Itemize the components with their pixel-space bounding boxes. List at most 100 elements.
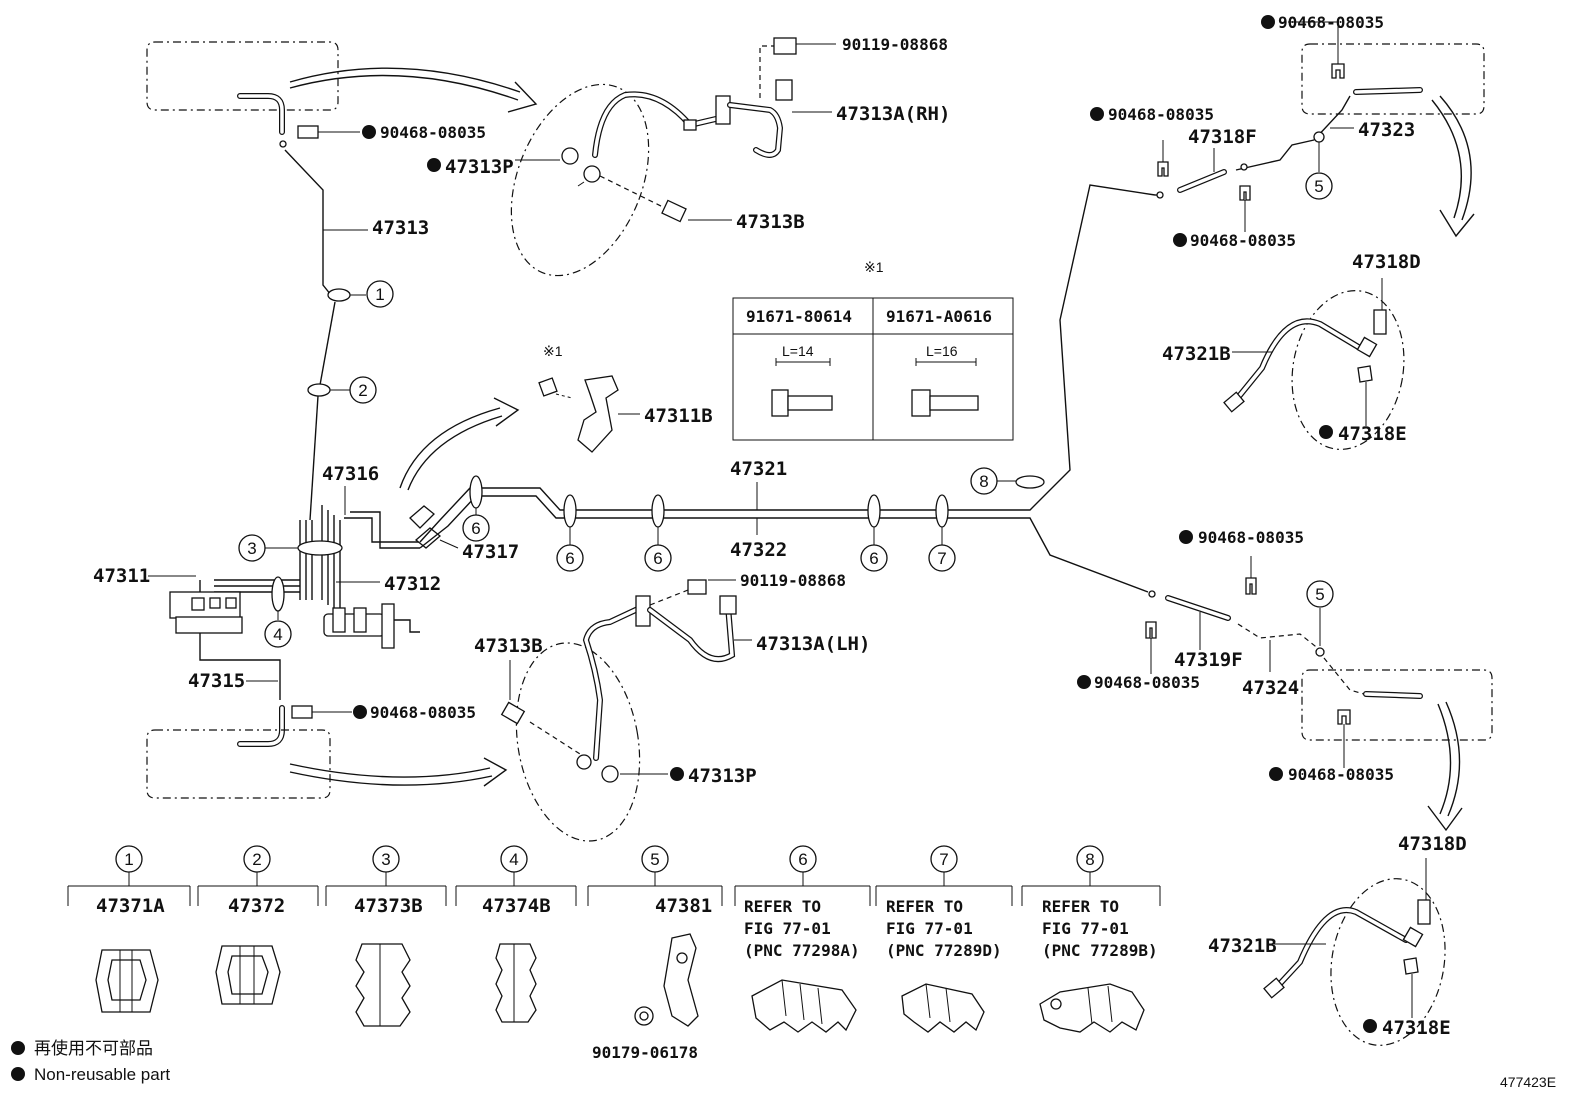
bolt-table: ※1 91671-80614 91671-A0616 L=14 L=16 <box>732 259 1014 441</box>
label-47321B-top: 47321B <box>1162 343 1231 365</box>
clip-90468-bottom-left: 90468-08035 <box>291 703 476 722</box>
svg-text:5: 5 <box>1315 585 1324 604</box>
bottom-arrow-right <box>289 757 508 787</box>
label-90468-r1: 90468-08035 <box>1108 105 1214 124</box>
label-47321: 47321 <box>730 458 787 480</box>
main-tubes: 47321 47322 <box>419 184 1156 593</box>
svg-text:4: 4 <box>509 850 518 869</box>
label-90468-top-left: 90468-08035 <box>380 123 486 142</box>
clamp-legend-8-ref2: FIG 77-01 <box>1042 919 1129 938</box>
clamp-callout-7: 7 <box>928 544 956 572</box>
bolt-table-header-2: 91671-A0616 <box>886 307 992 326</box>
label-47312: 47312 <box>384 573 441 595</box>
label-90119-top: 90119-08868 <box>842 35 948 54</box>
clamp-legend-4: 4 47374B <box>455 845 577 1023</box>
rear-brake-hose-top: 47318D 47321B 47318E <box>1162 251 1421 450</box>
clamp-callout-4: 4 <box>264 611 292 648</box>
svg-text:6: 6 <box>653 549 662 568</box>
arrow-to-47311B <box>399 397 520 491</box>
clamp-legend-6: 6 REFER TO FIG 77-01 (PNC 77298A) <box>734 845 871 1033</box>
tube-47313: 47313 <box>279 140 429 301</box>
svg-text:3: 3 <box>381 850 390 869</box>
legend-line-2: Non-reusable part <box>34 1065 170 1084</box>
clamp-legend-4-part: 47374B <box>482 895 551 917</box>
svg-text:6: 6 <box>869 549 878 568</box>
top-arrow-right <box>289 67 538 113</box>
clamp-callout-6d: 6 <box>860 544 888 572</box>
clamp-callout-1: 1 <box>327 280 394 308</box>
hose-47319F-group: 90468-08035 90468-08035 47319F 5 47324 <box>1077 528 1365 699</box>
clamp-legend-6-ref3: (PNC 77298A) <box>744 941 860 960</box>
clamp-callout-6a: 6 <box>462 514 490 542</box>
label-47323: 47323 <box>1358 119 1415 141</box>
label-90119-bottom: 90119-08868 <box>740 571 846 590</box>
clamp-callout-2: 2 <box>307 376 377 404</box>
clamp-legend-7-ref1: REFER TO <box>886 897 963 916</box>
connector-47317: 47317 <box>409 505 519 563</box>
clamp-callout-6c: 6 <box>644 544 672 572</box>
bolt-length-1: L=14 <box>782 343 814 359</box>
label-47318F: 47318F <box>1188 126 1257 148</box>
label-47318D-bottom: 47318D <box>1398 833 1467 855</box>
label-47316: 47316 <box>322 463 379 485</box>
clamp-legend-6-ref1: REFER TO <box>744 897 821 916</box>
label-90468-r3: 90468-08035 <box>1198 528 1304 547</box>
right-arrow-down-top <box>1431 95 1475 238</box>
label-47321B-bottom: 47321B <box>1208 935 1277 957</box>
legend-line-1: 再使用不可部品 <box>34 1038 153 1058</box>
clamp-legend-1: 1 47371A <box>67 845 191 1013</box>
svg-text:2: 2 <box>358 381 367 400</box>
label-47318E-bottom: 47318E <box>1382 1017 1451 1039</box>
top-right-wheel-outline: 90468-08035 <box>1261 13 1485 115</box>
label-90468-bottom-left: 90468-08035 <box>370 703 476 722</box>
right-arrow-down-bottom <box>1427 701 1463 832</box>
label-47313: 47313 <box>372 217 429 239</box>
clamp-legend-6-ref2: FIG 77-01 <box>744 919 831 938</box>
clamp-legend-7-ref2: FIG 77-01 <box>886 919 973 938</box>
label-group-47311: 47311 <box>93 565 196 587</box>
label-90468-r2: 90468-08035 <box>1190 231 1296 250</box>
clamp-legend-2-part: 47372 <box>228 895 285 917</box>
clamp-legend-5: 5 47381 90179-06178 <box>587 845 723 1062</box>
bottom-left-wheel-outline <box>146 705 331 799</box>
clamp-legend-1-part: 47371A <box>96 895 165 917</box>
bracket-47311B: ※1 47311B <box>538 343 713 453</box>
clamp-callout-6b: 6 <box>556 544 584 572</box>
svg-text:8: 8 <box>979 472 988 491</box>
label-47322: 47322 <box>730 539 787 561</box>
svg-text:1: 1 <box>124 850 133 869</box>
label-group-47315: 47315 <box>188 670 278 692</box>
bolt-table-header-1: 91671-80614 <box>746 307 852 326</box>
label-47319F: 47319F <box>1174 649 1243 671</box>
svg-text:7: 7 <box>939 850 948 869</box>
svg-text:※1: ※1 <box>543 343 563 359</box>
clamp-callout-8: 8 <box>970 467 998 495</box>
label-47311B: 47311B <box>644 405 713 427</box>
svg-text:※1: ※1 <box>864 259 884 275</box>
svg-text:8: 8 <box>1085 850 1094 869</box>
label-group-47316: 47316 <box>322 463 379 515</box>
label-47313B-top: 47313B <box>736 211 805 233</box>
svg-text:5: 5 <box>1314 177 1323 196</box>
svg-text:3: 3 <box>247 539 256 558</box>
clamp-legend-8-ref3: (PNC 77289B) <box>1042 941 1158 960</box>
clamp-callout-3: 3 <box>238 534 298 562</box>
label-group-47312: 47312 <box>336 573 441 595</box>
svg-text:5: 5 <box>650 850 659 869</box>
label-90468-r4: 90468-08035 <box>1094 673 1200 692</box>
label-47313A-lh: 47313A(LH) <box>756 633 870 655</box>
label-47313B-bottom: 47313B <box>474 635 543 657</box>
bolt-length-2: L=16 <box>926 343 958 359</box>
label-47315: 47315 <box>188 670 245 692</box>
clamp-legend-8-ref1: REFER TO <box>1042 897 1119 916</box>
svg-text:6: 6 <box>471 519 480 538</box>
label-47313P-top: 47313P <box>445 156 514 178</box>
clamp-legend-3-part: 47373B <box>354 895 423 917</box>
top-left-wheel-outline <box>146 41 339 135</box>
clamp-legend-2: 2 47372 <box>197 845 319 1005</box>
label-90468-r5: 90468-08035 <box>1288 765 1394 784</box>
diagram-id: 477423E <box>1500 1074 1556 1090</box>
label-47318D-top: 47318D <box>1352 251 1421 273</box>
clamp-legend-7: 7 REFER TO FIG 77-01 (PNC 77289D) <box>875 845 1013 1033</box>
